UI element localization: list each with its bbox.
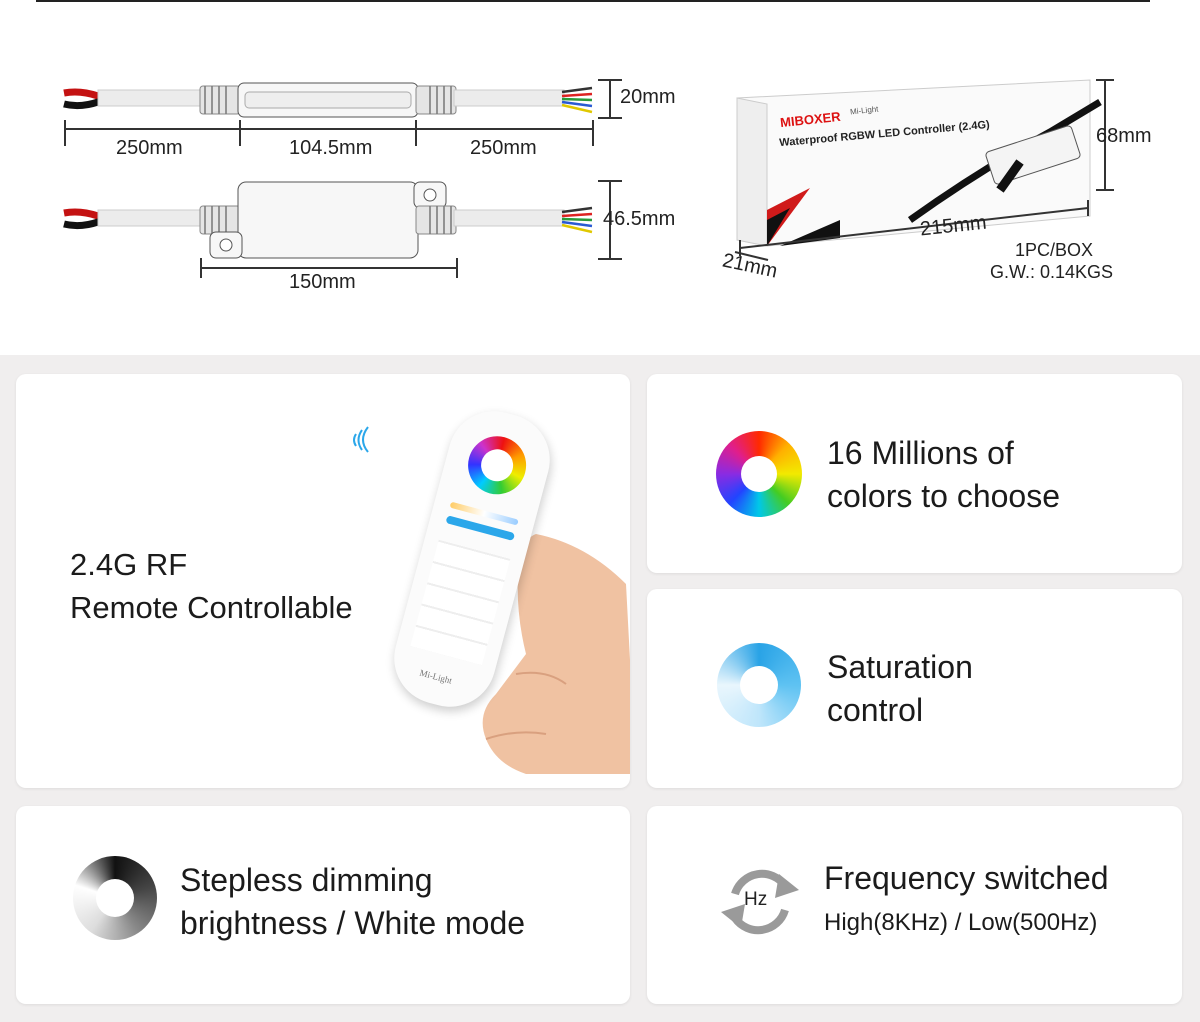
top-divider [36,0,1150,2]
package-weight: G.W.: 0.14KGS [990,262,1114,282]
signal-waves-icon [353,426,369,453]
feature-section: 2.4G RF Remote Controllable Mi-Light [0,355,1200,1022]
dim-top-length: 150mm [289,271,356,293]
frequency-icon-label: Hz [744,889,768,910]
package-qty: 1PC/BOX [1015,240,1094,260]
remote-subtitle: Remote Controllable [70,590,353,625]
saturation-line2: control [827,692,924,728]
saturation-icon-center [740,666,778,704]
frequency-switch-icon [721,869,799,935]
dimming-line1: Stepless dimming [180,862,433,898]
colors-line2: colors to choose [827,478,1061,514]
controller-side-view [63,79,622,278]
dimension-section: 250mm 104.5mm 250mm 20mm 46.5mm 150mm MI… [0,0,1200,355]
saturation-line1: Saturation [827,649,973,685]
dim-lead-right: 250mm [470,137,537,159]
dimming-line2: brightness / White mode [180,905,526,941]
dim-top-width: 46.5mm [603,208,676,230]
frequency-line1: Frequency switched [824,860,1109,896]
remote-title: 2.4G RF [70,547,188,582]
hand-illustration [482,534,630,774]
feature-card-frequency: Hz Frequency switched High(8KHz) / Low(5… [647,806,1182,1004]
feature-card-remote: 2.4G RF Remote Controllable Mi-Light [16,374,630,788]
package-box [734,79,1114,261]
brightness-icon-center [96,879,134,917]
feature-card-colors: 16 Millions of colors to choose [647,374,1182,573]
dim-lead-left: 250mm [116,137,183,159]
feature-card-saturation: Saturation control [647,589,1182,788]
dim-body-length: 104.5mm [289,137,373,159]
package-height: 68mm [1096,125,1152,147]
dim-body-height: 20mm [620,86,676,108]
color-wheel-center [741,456,777,492]
frequency-line2: High(8KHz) / Low(500Hz) [824,909,1098,936]
colors-line1: 16 Millions of [827,435,1014,471]
feature-card-dimming: Stepless dimming brightness / White mode [16,806,630,1004]
